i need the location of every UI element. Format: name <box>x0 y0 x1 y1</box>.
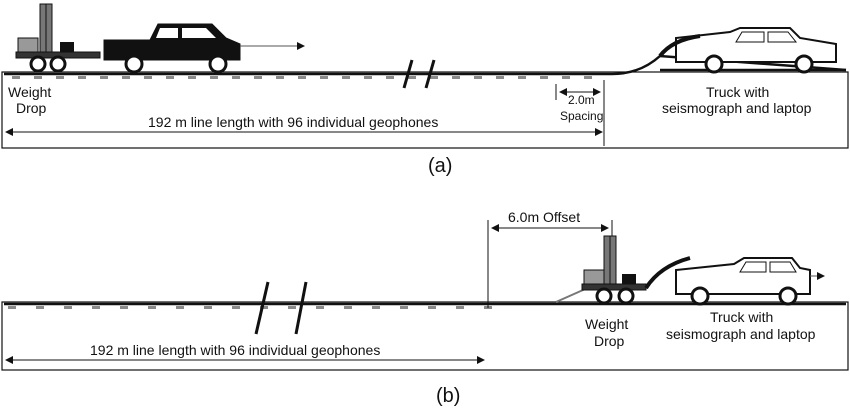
geophone <box>188 76 196 79</box>
geophone <box>64 306 72 309</box>
geophone <box>92 306 100 309</box>
truck-wheel <box>778 286 798 306</box>
geophone <box>562 76 570 79</box>
geophone <box>430 76 438 79</box>
geophone <box>120 306 128 309</box>
weight-drop-battery <box>60 42 74 52</box>
geophone <box>36 306 44 309</box>
weight-drop-battery <box>622 274 636 284</box>
panel-a-weight-drop-label-1: Weight <box>8 84 51 100</box>
geophone <box>204 306 212 309</box>
geophone <box>320 76 328 79</box>
geophone <box>166 76 174 79</box>
geophone <box>316 306 324 309</box>
panel-b-weight-drop-label-1: Weight <box>585 316 628 332</box>
trailer-wheel <box>29 55 47 73</box>
truck-wheel <box>208 54 228 74</box>
trailer-wheel <box>595 287 613 305</box>
geophone <box>276 76 284 79</box>
trailer-wheel <box>617 287 635 305</box>
panel-b: 6.0m Offset Weight Drop Truck with seism… <box>1 209 849 407</box>
panel-a-break-mark-2 <box>424 59 436 89</box>
panel-a: Weight Drop 2.0m Spacing Truck with seis… <box>1 3 849 177</box>
geophone <box>344 306 352 309</box>
panel-a-weight-drop-rig <box>15 3 101 73</box>
geophone <box>78 76 86 79</box>
geophone <box>298 76 306 79</box>
geophone <box>540 76 548 79</box>
geophone <box>144 76 152 79</box>
geophone <box>342 76 350 79</box>
geophone <box>260 306 268 309</box>
panel-a-spacing-label-1: 2.0m <box>568 93 595 107</box>
truck-wheel <box>124 54 144 74</box>
geophone <box>148 306 156 309</box>
geophone <box>456 306 464 309</box>
panel-b-recording-truck <box>644 256 811 306</box>
panel-a-geophones <box>12 76 592 79</box>
panel-a-caption: (a) <box>428 155 452 177</box>
geophone <box>452 76 460 79</box>
geophone <box>210 76 218 79</box>
geophone <box>372 306 380 309</box>
trailer-wheel <box>49 55 67 73</box>
panel-b-weight-drop-label-2: Drop <box>594 333 625 349</box>
truck-wheel <box>794 54 814 74</box>
panel-a-weight-drop-label-2: Drop <box>16 100 47 116</box>
panel-a-truck-label-1: Truck with <box>706 84 769 100</box>
recording-cable <box>644 256 691 290</box>
geophone <box>12 76 20 79</box>
panel-b-weight-drop-rig <box>555 235 647 305</box>
geophone <box>408 76 416 79</box>
geophone <box>386 76 394 79</box>
truck-wheel <box>690 286 710 306</box>
panel-b-break-mark-1 <box>254 281 270 335</box>
geophone <box>254 76 262 79</box>
geophone <box>232 76 240 79</box>
geophone <box>364 76 372 79</box>
geophone <box>496 76 504 79</box>
panel-b-offset-label: 6.0m Offset <box>508 209 580 225</box>
panel-a-break-mark-1 <box>402 59 414 89</box>
recording-cable <box>658 34 701 58</box>
geophone <box>122 76 130 79</box>
geophone <box>474 76 482 79</box>
panel-b-truck-label-2: seismograph and laptop <box>666 326 816 342</box>
geophone <box>8 306 16 309</box>
panel-b-frame <box>1 301 849 371</box>
panel-b-break-mark-2 <box>294 281 308 335</box>
geophone <box>176 306 184 309</box>
geophone <box>232 306 240 309</box>
panel-b-line-length-label: 192 m line length with 96 individual geo… <box>90 342 380 358</box>
panel-b-truck-label-1: Truck with <box>710 309 773 325</box>
panel-a-recording-truck <box>658 27 837 74</box>
panel-a-frame <box>1 71 849 149</box>
panel-a-spacing-label-2: Spacing <box>560 109 603 123</box>
geophone <box>288 306 296 309</box>
geophone <box>584 76 592 79</box>
panel-b-caption: (b) <box>436 385 460 407</box>
geophone <box>100 76 108 79</box>
geophone <box>518 76 526 79</box>
panel-a-ground-line <box>4 54 847 76</box>
panel-a-source-truck <box>103 23 241 74</box>
geophone <box>400 306 408 309</box>
panel-a-truck-label-2: seismograph and laptop <box>662 100 812 116</box>
geophone <box>34 76 42 79</box>
panel-b-geophones <box>8 306 492 309</box>
geophone <box>428 306 436 309</box>
truck-wheel <box>704 54 724 74</box>
panel-a-line-length-label: 192 m line length with 96 individual geo… <box>148 114 438 130</box>
geophone <box>56 76 64 79</box>
